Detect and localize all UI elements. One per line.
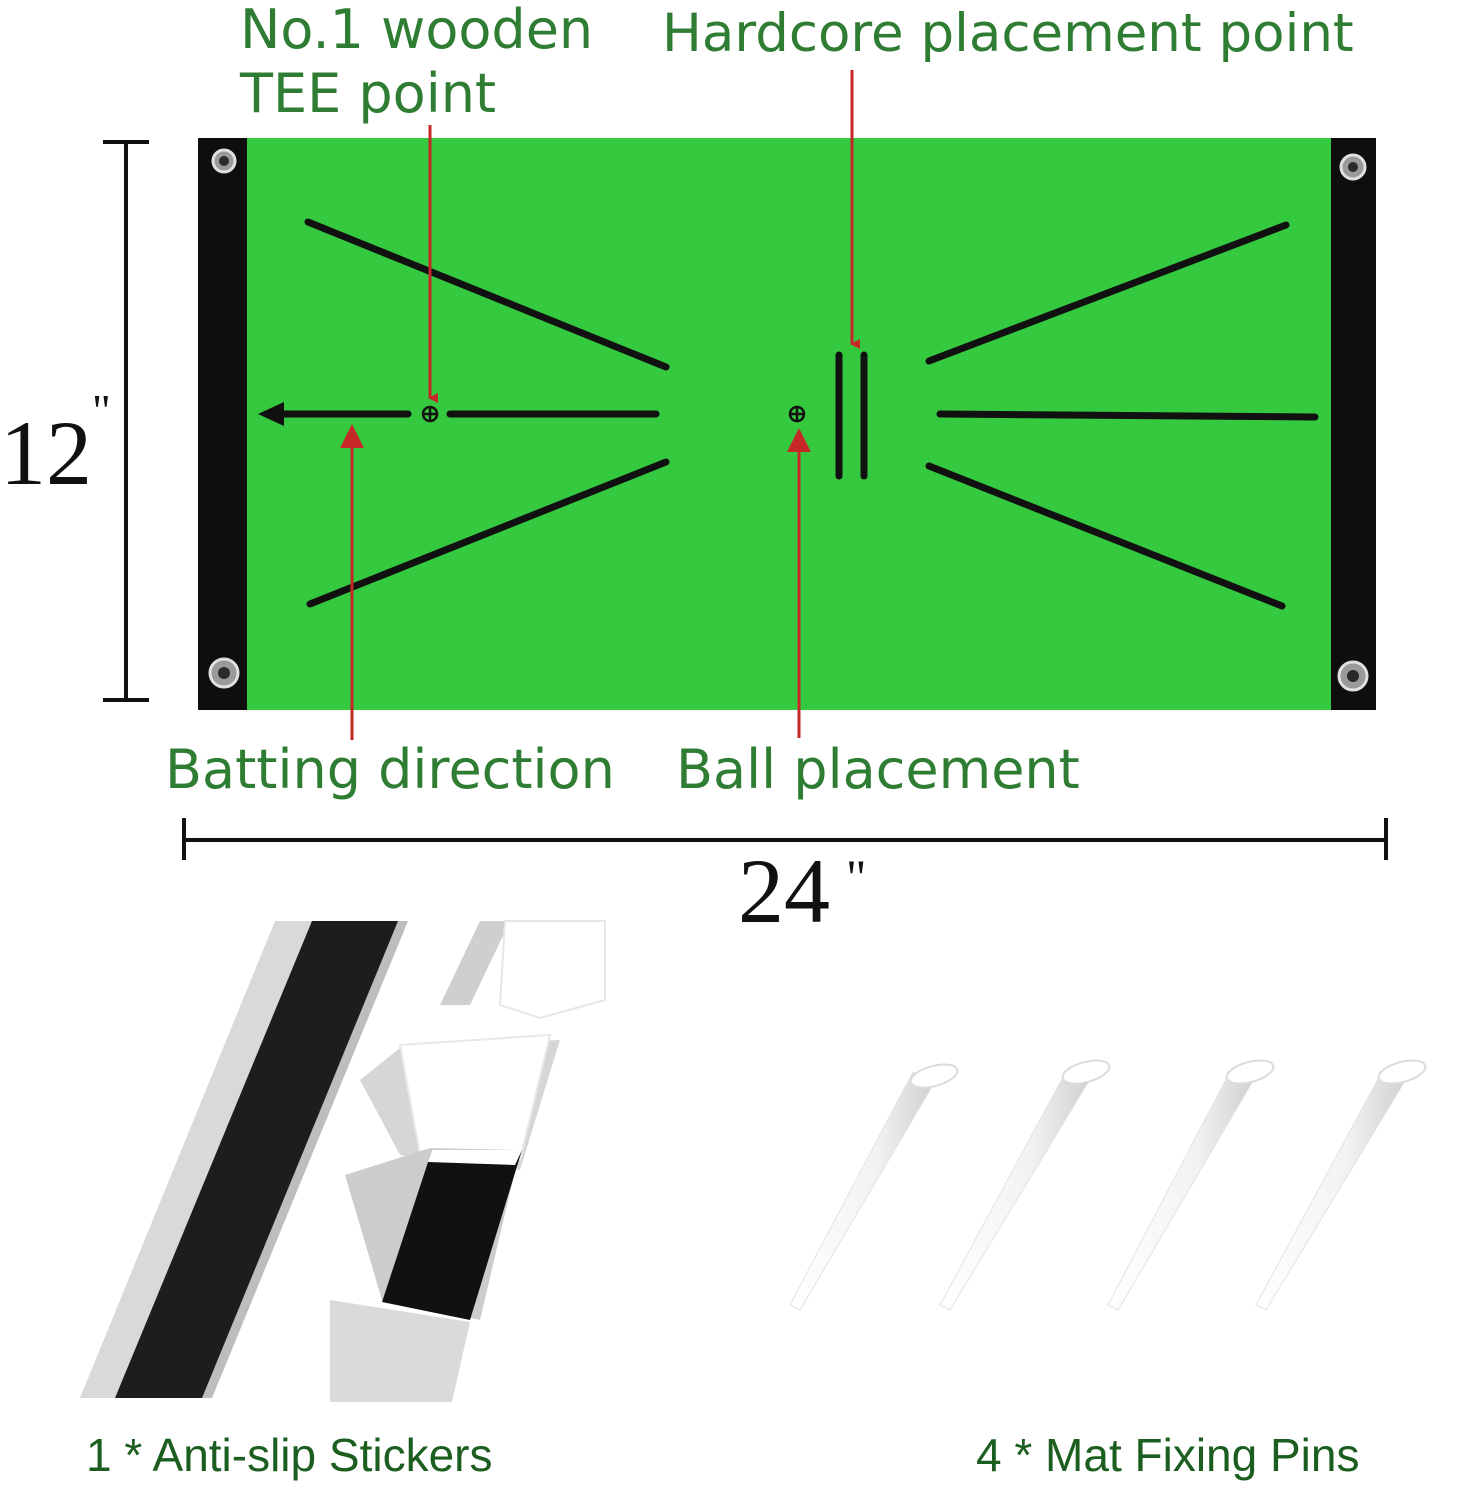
up-arrowhead-icon: [340, 424, 364, 448]
width-dimension-unit: ": [846, 849, 867, 905]
anti-slip-sticker-illustration: [80, 920, 606, 1402]
fixing-pin: [789, 1063, 959, 1311]
batting-direction-label: Batting direction: [165, 738, 615, 801]
fixing-pin: [1255, 1059, 1427, 1311]
crosshair-icon: [421, 405, 806, 423]
width-dimension-value: 24: [738, 840, 830, 942]
height-dimension-bracket: [103, 140, 149, 702]
stickers-caption: 1 * Anti-slip Stickers: [86, 1429, 493, 1481]
up-arrowhead-icon: [787, 428, 811, 452]
tee-point-label-line2: TEE point: [240, 62, 497, 125]
fixing-pin: [1107, 1059, 1275, 1311]
height-dimension-unit: ": [92, 385, 111, 436]
mat-guide-lines: [271, 218, 1319, 610]
hardcore-placement-label: Hardcore placement point: [662, 3, 1354, 64]
ball-placement-label: Ball placement: [676, 738, 1080, 801]
golf-mat: [198, 138, 1376, 710]
tee-point-label-line1: No.1 wooden: [240, 0, 594, 61]
pins-caption: 4 * Mat Fixing Pins: [976, 1429, 1360, 1481]
fixing-pin: [939, 1059, 1111, 1311]
mat-fixing-pins-illustration: [789, 1059, 1427, 1311]
grommet-icon: [208, 148, 1369, 692]
batting-arrowhead-icon: [258, 402, 284, 426]
height-dimension-value: 12: [0, 402, 92, 504]
width-dimension-bracket: [182, 818, 1388, 860]
mat-turf: [247, 138, 1331, 710]
pointer-arrows: [428, 70, 860, 403]
